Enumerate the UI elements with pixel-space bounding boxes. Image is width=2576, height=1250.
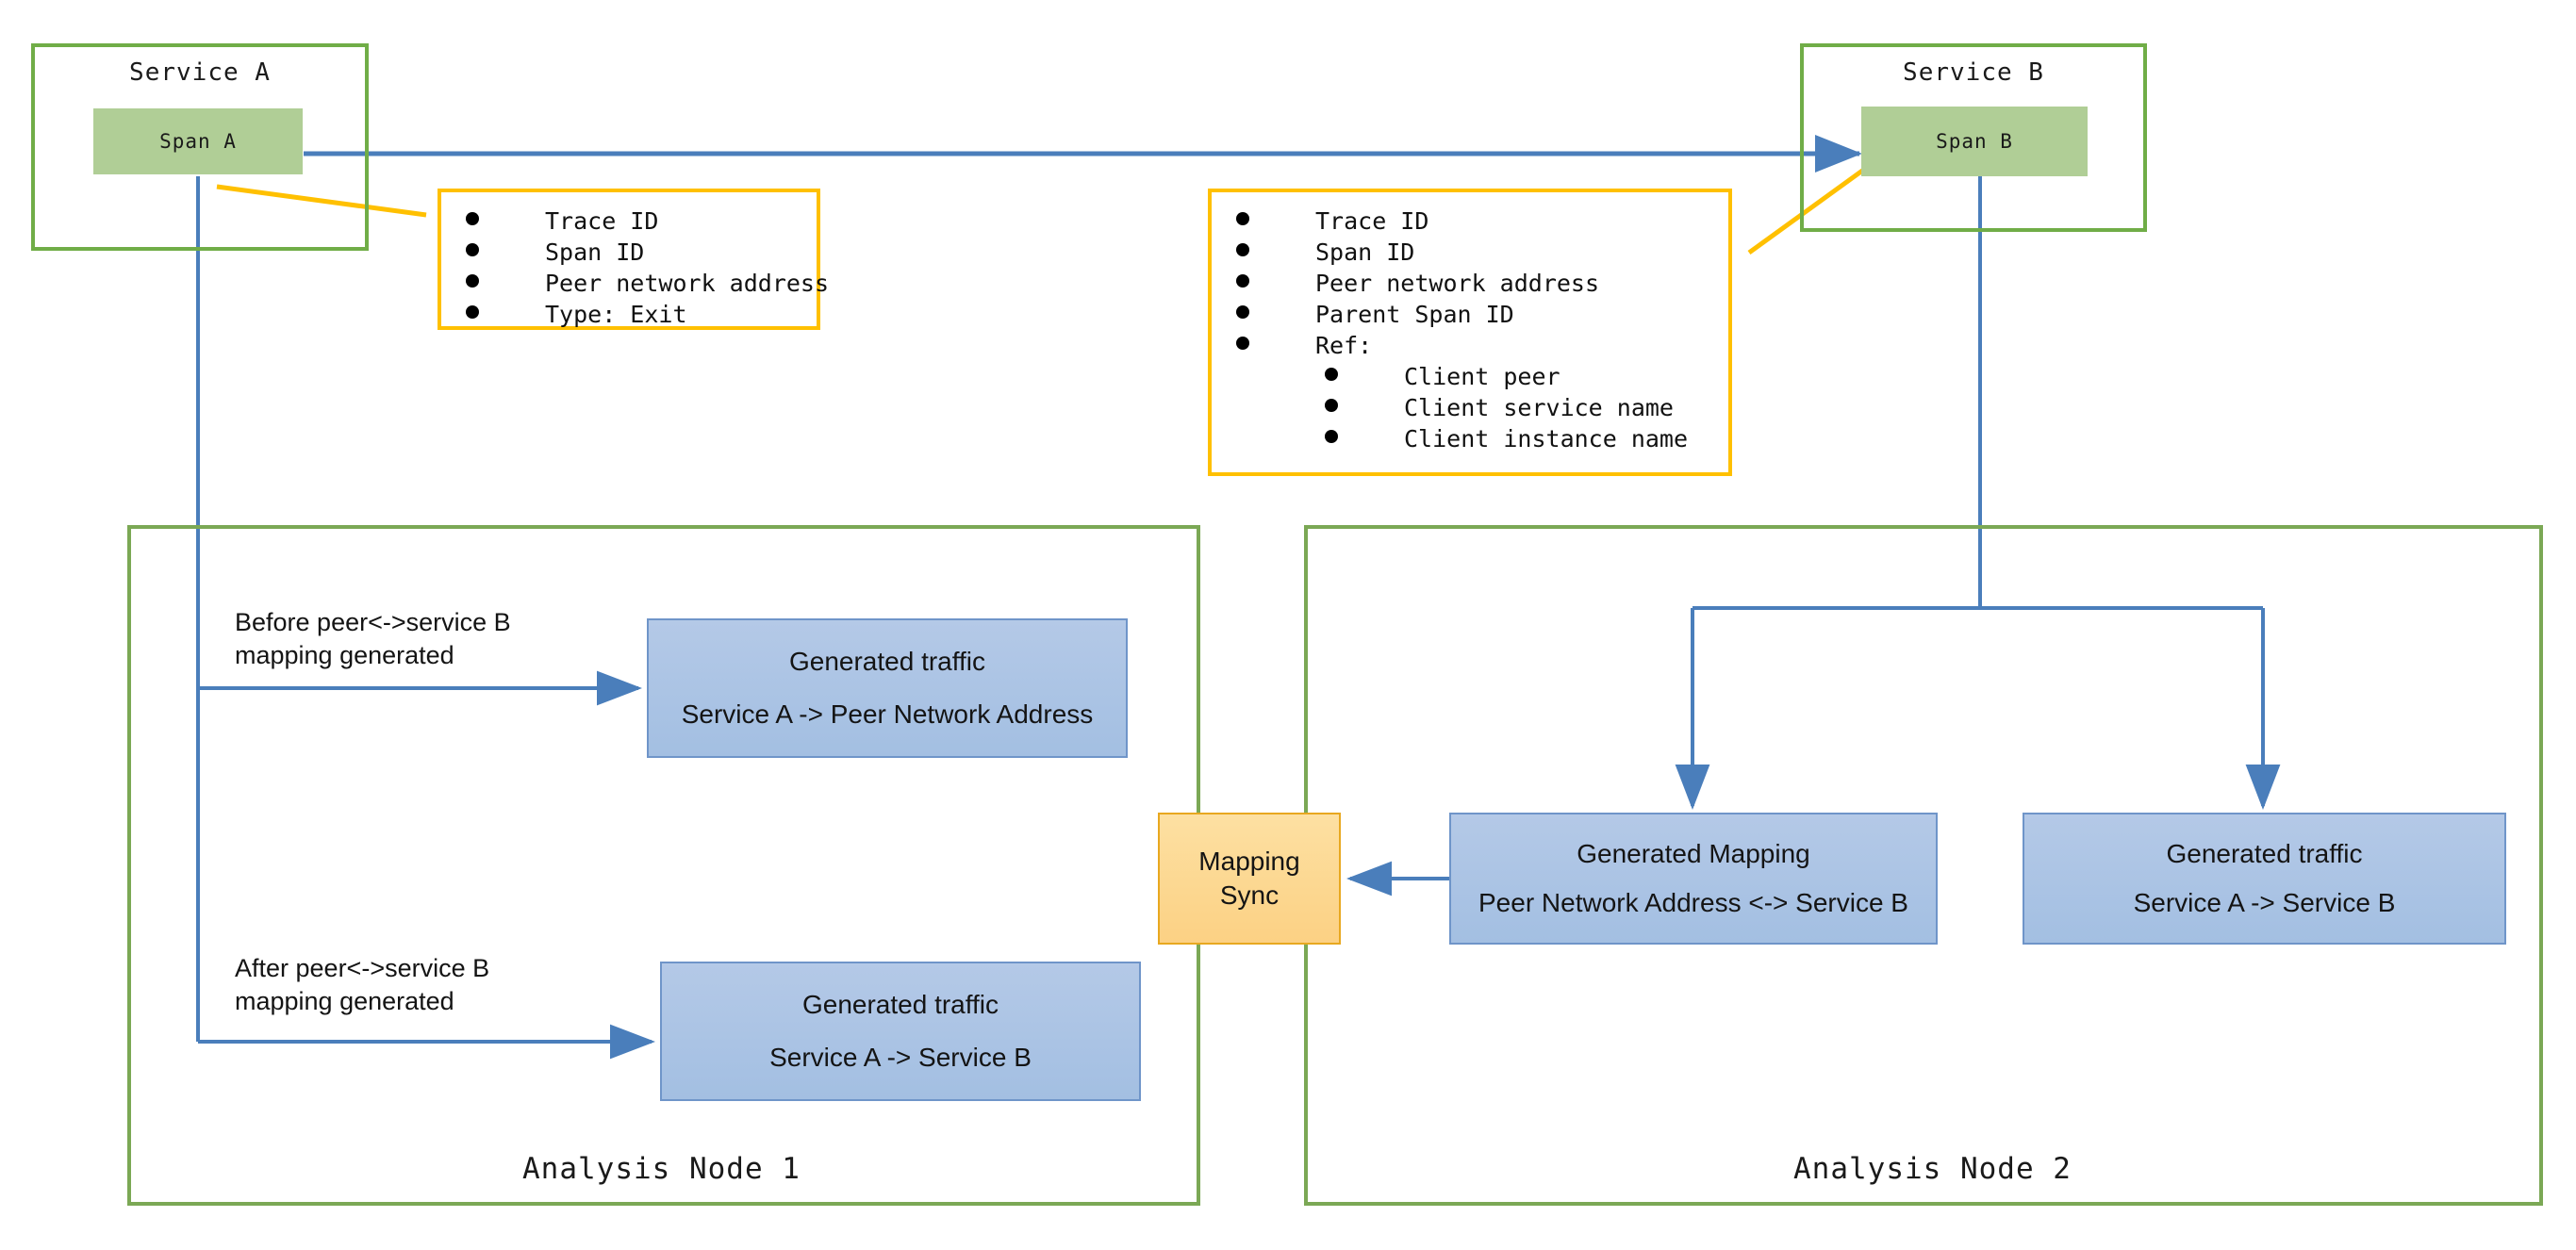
list-item: Ref: [1221,330,1719,361]
bullet-icon [466,305,479,319]
list-item: Type: Exit [451,299,807,330]
service-b-container: Service B [1800,43,2147,232]
list-item: Peer network address [451,268,829,299]
service-a-title: Service A [129,58,271,87]
analysis-node-2-label: Analysis Node 2 [1793,1152,2072,1186]
bullet-icon [1236,243,1249,256]
after-mapping-label: After peer<->service B mapping generated [235,952,489,1018]
box-title: Generated traffic [801,990,999,1019]
box-detail: Service A -> Peer Network Address [681,699,1094,729]
before-mapping-label-line2: mapping generated [235,641,454,670]
bullet-icon [1236,212,1249,225]
service-a-container: Service A [31,43,369,251]
bullet-icon [1325,399,1338,412]
list-item: Parent Span ID [1221,299,1719,330]
bullet-icon [466,243,479,256]
generated-traffic-peer-address-box[interactable]: Generated traffic Service A -> Peer Netw… [647,618,1128,758]
service-b-title: Service B [1903,58,2044,87]
box-title: Generated traffic [788,647,986,676]
list-item: Client instance name [1221,423,1719,454]
list-item-text: Ref: [1315,332,1373,359]
bullet-icon [466,212,479,225]
span-b-label: Span B [1936,130,2013,153]
span-a-attributes-note: Trace ID Span ID Peer network address Ty… [438,189,829,330]
list-item-text: Trace ID [545,207,659,235]
list-item-text: Parent Span ID [1315,301,1514,328]
generated-traffic-service-b-left-box[interactable]: Generated traffic Service A -> Service B [660,962,1141,1101]
list-item-text: Type: Exit [545,301,687,328]
bullet-icon [1236,274,1249,288]
list-item: Trace ID [451,206,807,237]
span-b-attribute-list: Trace ID Span ID Peer network address Pa… [1221,206,1719,454]
list-item: Trace ID [1221,206,1719,237]
bullet-icon [466,274,479,288]
box-title: Generated Mapping [1577,839,1810,868]
box-detail: Peer Network Address <-> Service B [1478,888,1908,917]
analysis-node-1-label: Analysis Node 1 [522,1152,801,1186]
box-title: Generated traffic [2166,839,2363,868]
list-item: Span ID [1221,237,1719,268]
list-item-text: Span ID [545,238,645,266]
list-item: Peer network address [1221,268,1719,299]
span-a-box[interactable]: Span A [93,108,303,174]
mapping-sync-box[interactable]: Mapping Sync [1158,813,1341,945]
list-item-text: Client peer [1404,363,1560,390]
generated-traffic-service-b-right-box[interactable]: Generated traffic Service A -> Service B [2023,813,2506,945]
list-item-text: Client instance name [1404,425,1689,452]
box-detail: Service A -> Service B [769,1043,1032,1072]
list-item-text: Client service name [1404,394,1674,421]
after-mapping-label-line1: After peer<->service B [235,954,490,982]
bullet-icon [1236,337,1249,350]
span-b-attributes-note: Trace ID Span ID Peer network address Pa… [1208,189,1732,476]
before-mapping-label: Before peer<->service B mapping generate… [235,606,511,672]
before-mapping-label-line1: Before peer<->service B [235,608,511,636]
list-item: Client peer [1221,361,1719,392]
list-item-text: Peer network address [1315,270,1600,297]
bullet-icon [1325,368,1338,381]
span-b-box[interactable]: Span B [1861,107,2088,176]
span-a-label: Span A [159,130,237,153]
mapping-sync-line2: Sync [1219,880,1280,910]
list-item-text: Peer network address [545,270,830,297]
list-item-text: Trace ID [1315,207,1429,235]
bullet-icon [1236,305,1249,319]
after-mapping-label-line2: mapping generated [235,987,454,1016]
generated-mapping-box[interactable]: Generated Mapping Peer Network Address <… [1449,813,1938,945]
bullet-icon [1325,430,1338,443]
mapping-sync-line1: Mapping [1198,847,1300,877]
list-item: Client service name [1221,392,1719,423]
span-a-attribute-list: Trace ID Span ID Peer network address Ty… [451,206,829,330]
list-item: Span ID [451,237,807,268]
list-item-text: Span ID [1315,238,1415,266]
box-detail: Service A -> Service B [2133,888,2396,917]
